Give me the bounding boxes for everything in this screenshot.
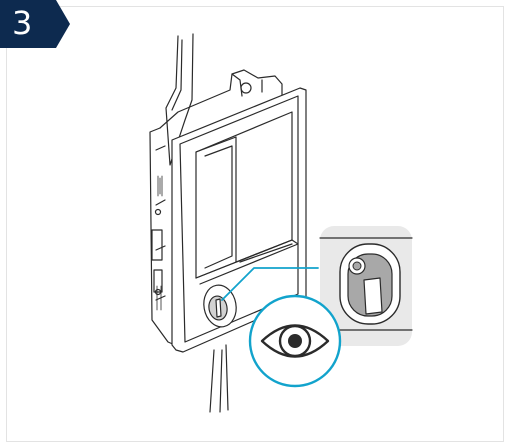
step-badge [0,0,70,48]
lower-rod [209,344,229,413]
callout-pointer [221,267,319,301]
view-callout [248,294,342,388]
handle-plate [171,87,307,353]
lock-housing [149,69,283,346]
illustration-frame [6,6,504,442]
lock-detail-inset [319,226,413,346]
upper-rod [165,33,194,166]
step-number: 3 [12,4,33,42]
lock-cylinder-icon [339,243,401,325]
eye-icon [260,324,330,358]
